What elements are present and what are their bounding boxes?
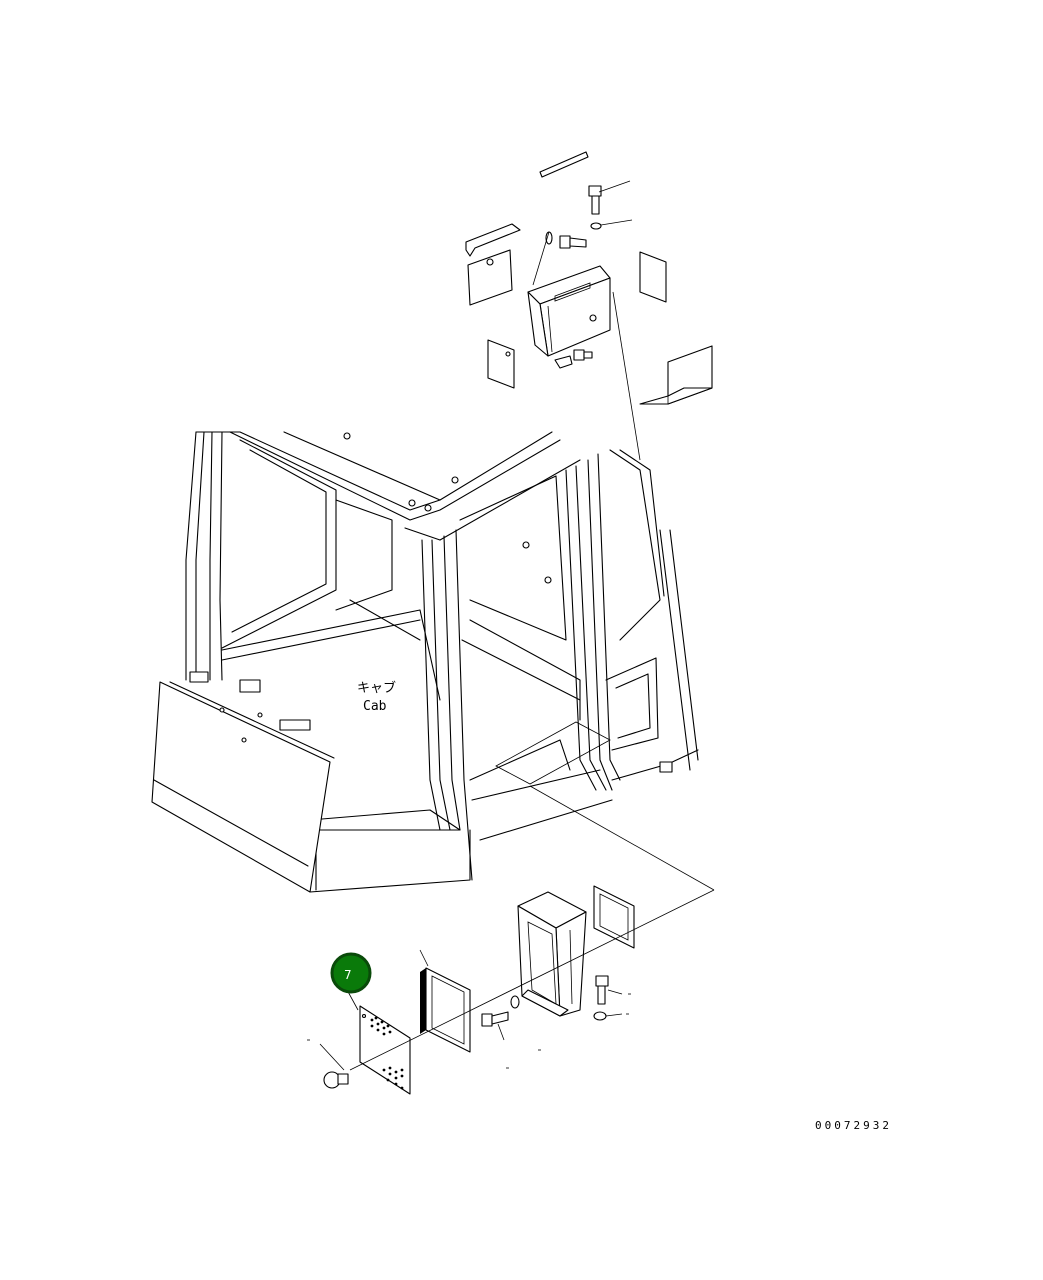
upper-bolt: [588, 180, 631, 215]
callout-7[interactable]: 7: [330, 952, 372, 994]
callout-7-label: 7: [344, 968, 352, 982]
cab-label-en: Cab: [363, 699, 387, 714]
document-number: 00072932: [815, 1119, 892, 1132]
upper-bracket-assembly: [465, 151, 713, 461]
cab-frame: キャブ Cab: [151, 431, 715, 893]
lower-panel-assembly: [307, 885, 715, 1095]
perforation-grid: [370, 1016, 404, 1090]
callout-7-circle[interactable]: [330, 952, 372, 994]
cab-label-jp: キャブ: [357, 680, 396, 696]
